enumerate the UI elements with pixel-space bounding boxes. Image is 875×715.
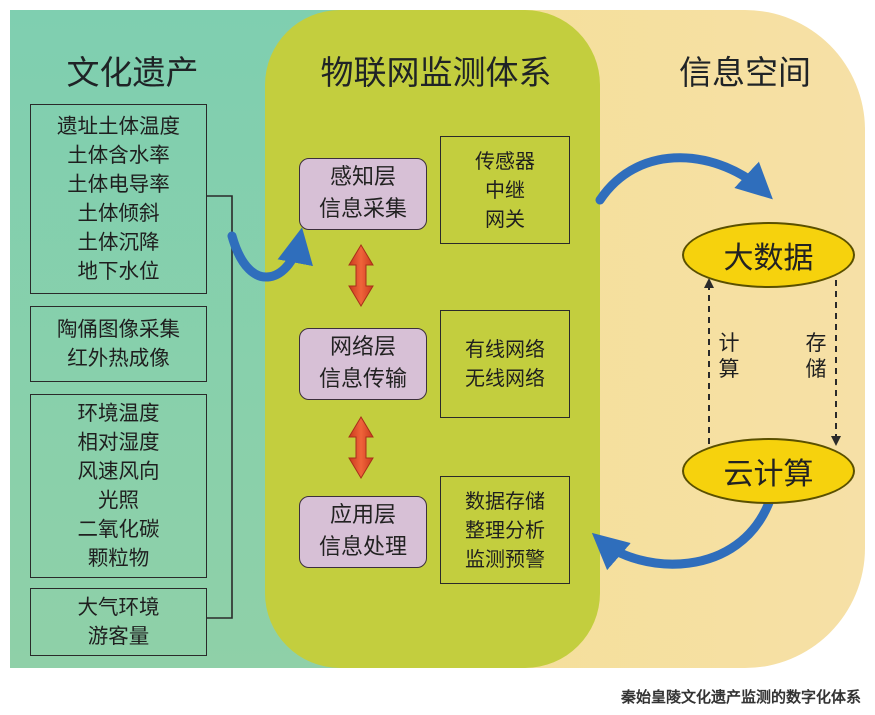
list-item: 风速风向 <box>77 459 160 483</box>
list-item: 网关 <box>485 206 525 231</box>
input-curved-arrow <box>227 227 313 282</box>
iot-heading: 物联网监测体系 <box>320 53 552 92</box>
storage-label: 存 储 <box>804 330 828 382</box>
list-item: 游客量 <box>87 624 150 648</box>
list-item: 二氧化碳 <box>77 517 160 541</box>
list-item: 红外热成像 <box>67 346 170 370</box>
label-char: 存 <box>805 331 827 355</box>
double-arrow-top <box>348 244 374 307</box>
layer-subtitle: 信息采集 <box>318 197 407 222</box>
heritage-heading: 文化遗产 <box>66 53 199 92</box>
list-item: 遗址土体温度 <box>57 114 180 138</box>
figure-caption: 秦始皇陵文化遗产监测的数字化体系 <box>620 688 861 706</box>
network-layer-box: 网络层 信息传输 <box>299 328 427 400</box>
label-char: 算 <box>718 357 740 381</box>
application-detail-box: 数据存储 整理分析 监测预警 <box>440 476 570 584</box>
double-arrow-bottom <box>348 416 374 479</box>
big-data-ellipse: 大数据 <box>682 222 855 288</box>
layer-subtitle: 信息处理 <box>318 535 407 560</box>
heritage-group-imaging: 陶俑图像采集 红外热成像 <box>30 306 207 382</box>
layer-title: 应用层 <box>329 503 396 528</box>
list-item: 相对湿度 <box>77 430 160 454</box>
list-item: 传感器 <box>475 148 535 173</box>
heritage-group-atmosphere: 大气环境 游客量 <box>30 588 207 656</box>
list-item: 土体沉降 <box>77 230 160 254</box>
list-item: 土体电导率 <box>67 172 170 196</box>
layer-title: 网络层 <box>329 335 396 360</box>
list-item: 颗粒物 <box>87 546 150 570</box>
list-item: 环境温度 <box>77 401 160 425</box>
perception-layer-box: 感知层 信息采集 <box>299 158 427 230</box>
heritage-bracket-line <box>207 195 233 619</box>
list-item: 有线网络 <box>465 337 545 361</box>
list-item: 数据存储 <box>465 488 545 513</box>
layer-subtitle: 信息传输 <box>318 367 407 392</box>
compute-label: 计 算 <box>717 330 741 382</box>
info-space-heading: 信息空间 <box>679 53 811 92</box>
label-char: 储 <box>805 357 827 381</box>
list-item: 土体含水率 <box>67 143 170 167</box>
heritage-group-soil: 遗址土体温度 土体含水率 土体电导率 土体倾斜 土体沉降 地下水位 <box>30 104 207 294</box>
label-char: 计 <box>718 331 740 355</box>
list-item: 无线网络 <box>465 366 545 390</box>
list-item: 整理分析 <box>465 517 545 542</box>
layer-title: 感知层 <box>329 165 396 190</box>
network-detail-box: 有线网络 无线网络 <box>440 310 570 418</box>
list-item: 大气环境 <box>77 595 160 619</box>
list-item: 中继 <box>485 177 525 202</box>
list-item: 土体倾斜 <box>77 201 160 225</box>
feedback-curved-arrow <box>591 495 775 571</box>
output-curved-arrow <box>595 153 773 205</box>
perception-detail-box: 传感器 中继 网关 <box>440 136 570 244</box>
list-item: 光照 <box>98 488 139 512</box>
cloud-computing-ellipse: 云计算 <box>682 438 855 504</box>
application-layer-box: 应用层 信息处理 <box>299 496 427 568</box>
list-item: 地下水位 <box>77 259 160 283</box>
list-item: 监测预警 <box>465 546 545 571</box>
list-item: 陶俑图像采集 <box>57 317 180 341</box>
heritage-group-environment: 环境温度 相对湿度 风速风向 光照 二氧化碳 颗粒物 <box>30 394 207 578</box>
